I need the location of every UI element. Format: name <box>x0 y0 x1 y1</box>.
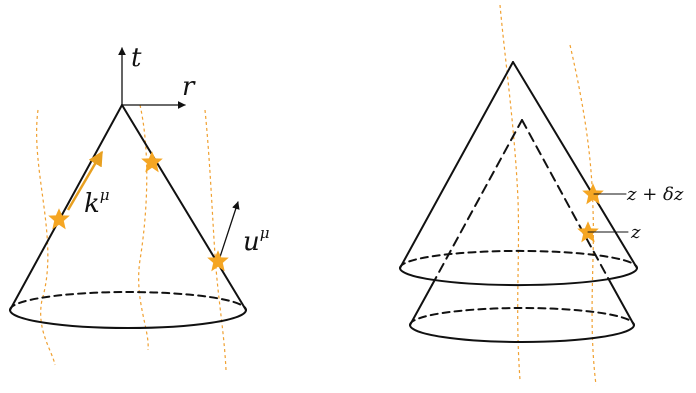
worldline-4 <box>499 4 521 381</box>
right-figure: z + δz z <box>399 4 684 386</box>
worldline-1 <box>36 109 56 366</box>
outer-cone-left-edge <box>399 61 514 269</box>
inner-cone-left-edge <box>409 284 433 326</box>
t-axis-label: t <box>131 43 142 73</box>
k-vector-superscript: μ <box>100 186 110 204</box>
star-icon <box>48 208 70 230</box>
star-icon <box>141 151 163 173</box>
cone-base-back <box>9 291 247 311</box>
inner-cone-base-back <box>409 307 635 326</box>
k-vector-label: kμ <box>84 186 110 219</box>
worldline-3 <box>204 109 227 371</box>
u-vector-label: uμ <box>243 224 270 257</box>
cone-left-edge <box>9 104 123 311</box>
star-icon <box>207 250 229 272</box>
outer-cone-right-edge <box>512 61 638 269</box>
lower-redshift-label: z <box>630 222 641 243</box>
upper-redshift-label: z + δz <box>626 184 684 205</box>
outer-cone-base-back <box>399 249 638 269</box>
cone-base-front <box>9 309 247 329</box>
left-figure: t r kμ uμ <box>9 43 270 371</box>
u-vector-arrow <box>218 201 240 261</box>
r-axis-label: r <box>182 72 196 102</box>
cone-right-edge <box>121 104 247 311</box>
k-vector-arrow <box>66 150 104 211</box>
inner-cone-left-edge-dashed <box>431 119 523 286</box>
inner-cone-right-edge-dashed <box>521 119 609 279</box>
inner-cone-base-front <box>409 324 635 343</box>
outer-cone-base-front <box>399 267 638 287</box>
inner-cone-right-edge <box>607 277 635 326</box>
u-vector-superscript: μ <box>260 224 270 242</box>
